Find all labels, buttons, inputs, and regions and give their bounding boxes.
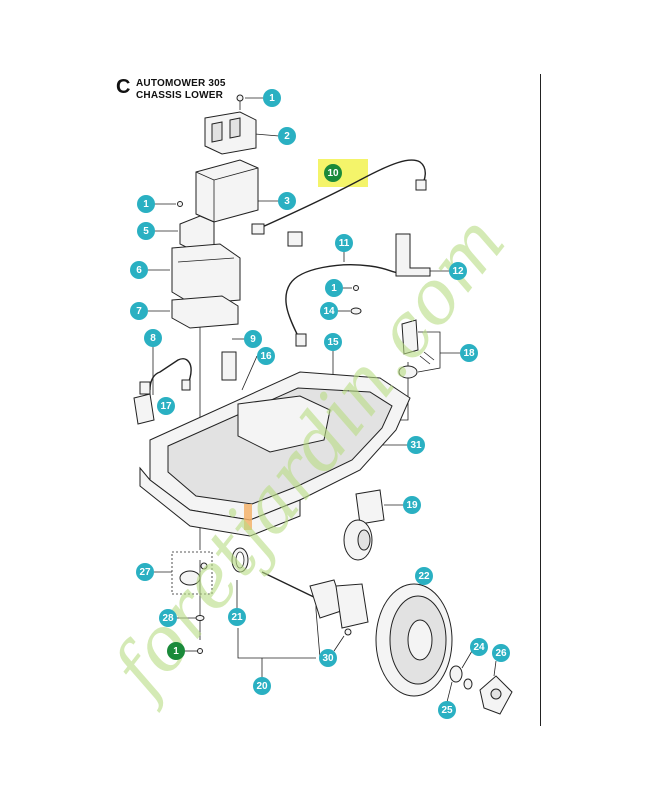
callout-number: 1 <box>269 93 275 104</box>
callout-6: 6 <box>130 261 148 279</box>
callout-number: 26 <box>495 648 507 659</box>
callout-1: 1 <box>167 642 185 660</box>
section-title: CHASSIS LOWER <box>136 90 224 101</box>
callout-number: 11 <box>339 238 350 249</box>
callout-number: 1 <box>143 199 149 210</box>
page-edge-rule <box>540 74 541 726</box>
callout-15: 15 <box>324 333 342 351</box>
callout-25: 25 <box>438 701 456 719</box>
callout-number: 14 <box>323 306 335 317</box>
callout-28: 28 <box>159 609 177 627</box>
callout-number: 28 <box>162 613 174 624</box>
callout-27: 27 <box>136 563 154 581</box>
callout-number: 2 <box>284 131 290 142</box>
callout-1: 1 <box>325 279 343 297</box>
callout-17: 17 <box>157 397 175 415</box>
callout-number: 6 <box>136 265 142 276</box>
callout-30: 30 <box>319 649 337 667</box>
callout-number: 22 <box>418 571 430 582</box>
callout-11: 11 <box>335 234 353 252</box>
callout-7: 7 <box>130 302 148 320</box>
callout-5: 5 <box>137 222 155 240</box>
part-drawings <box>133 94 513 715</box>
callout-21: 21 <box>228 608 246 626</box>
callout-2: 2 <box>278 127 296 145</box>
callout-24: 24 <box>470 638 488 656</box>
callout-16: 16 <box>257 347 275 365</box>
callout-12: 12 <box>449 262 467 280</box>
callout-3: 3 <box>278 192 296 210</box>
callout-number: 19 <box>406 500 418 511</box>
callout-20: 20 <box>253 677 271 695</box>
callout-26: 26 <box>492 644 510 662</box>
callout-number: 31 <box>410 440 422 451</box>
callout-22: 22 <box>415 567 433 585</box>
callout-number: 9 <box>250 334 256 345</box>
callout-number: 30 <box>322 653 334 664</box>
callout-number: 27 <box>139 567 151 578</box>
callout-number: 8 <box>150 333 156 344</box>
callout-number: 1 <box>331 283 337 294</box>
section-letter: C <box>116 76 131 98</box>
callout-31: 31 <box>407 436 425 454</box>
callout-number: 16 <box>260 351 272 362</box>
model-title: AUTOMOWER 305 <box>136 78 226 89</box>
callout-number: 20 <box>256 681 268 692</box>
callout-14: 14 <box>320 302 338 320</box>
callout-number: 21 <box>231 612 243 623</box>
callout-1: 1 <box>137 195 155 213</box>
callout-1: 1 <box>263 89 281 107</box>
callout-18: 18 <box>460 344 478 362</box>
callout-number: 25 <box>441 705 453 716</box>
callout-number: 1 <box>173 646 179 657</box>
callout-number: 7 <box>136 306 142 317</box>
callout-number: 24 <box>473 642 485 653</box>
callout-9: 9 <box>244 330 262 348</box>
callout-number: 5 <box>143 226 149 237</box>
callout-number: 12 <box>452 266 464 277</box>
callout-19: 19 <box>403 496 421 514</box>
callout-10: 10 <box>324 164 342 182</box>
callout-number: 17 <box>160 401 172 412</box>
callout-number: 18 <box>463 348 475 359</box>
callout-number: 3 <box>284 196 290 207</box>
callout-8: 8 <box>144 329 162 347</box>
callout-number: 10 <box>327 168 339 179</box>
callout-number: 15 <box>327 337 339 348</box>
